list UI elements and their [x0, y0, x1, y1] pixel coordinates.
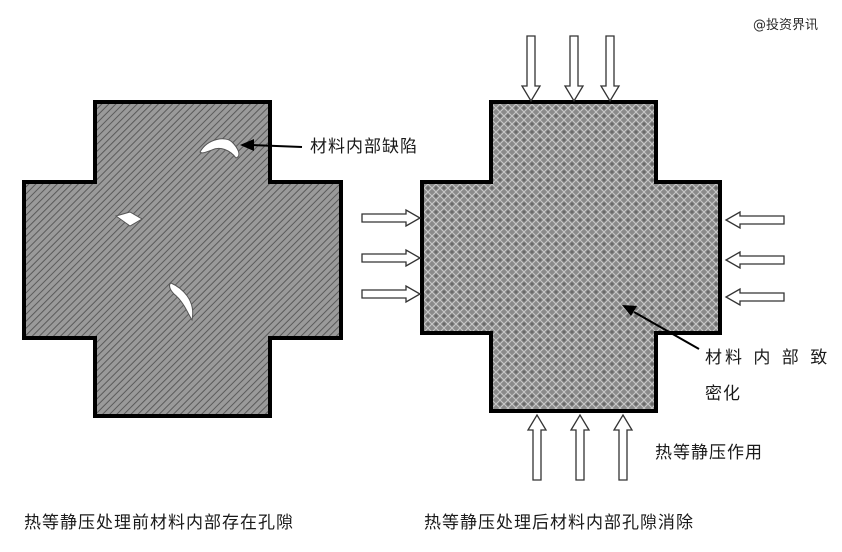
caption-after: 热等静压处理后材料内部孔隙消除 [424, 513, 694, 533]
watermark: @投资界讯 [752, 18, 818, 33]
arrow-top-2 [563, 35, 585, 103]
arrow-left-2 [361, 248, 422, 268]
defect-label: 材料内部缺陷 [310, 137, 418, 157]
densify-label-line1: 材料 内 部 致 [705, 348, 831, 368]
arrow-left-3 [361, 284, 422, 304]
arrow-top-3 [599, 35, 621, 103]
arrow-right-1 [724, 210, 785, 230]
densify-label-line2: 密化 [705, 384, 741, 404]
arrow-top-1 [520, 35, 542, 103]
arrow-bottom-2 [569, 413, 591, 481]
pressure-label: 热等静压作用 [655, 443, 763, 463]
pore-1 [199, 138, 240, 159]
pressure-arrows [361, 35, 785, 481]
arrow-right-2 [724, 250, 785, 270]
cross-before [22, 100, 343, 418]
arrow-bottom-1 [526, 413, 548, 481]
pore-2 [114, 211, 143, 227]
arrow-left-1 [361, 208, 422, 228]
pore-3 [169, 282, 194, 322]
caption-before: 热等静压处理前材料内部存在孔隙 [24, 513, 294, 533]
cross-after [420, 100, 722, 413]
arrow-bottom-3 [612, 413, 634, 481]
arrow-right-3 [724, 287, 785, 307]
